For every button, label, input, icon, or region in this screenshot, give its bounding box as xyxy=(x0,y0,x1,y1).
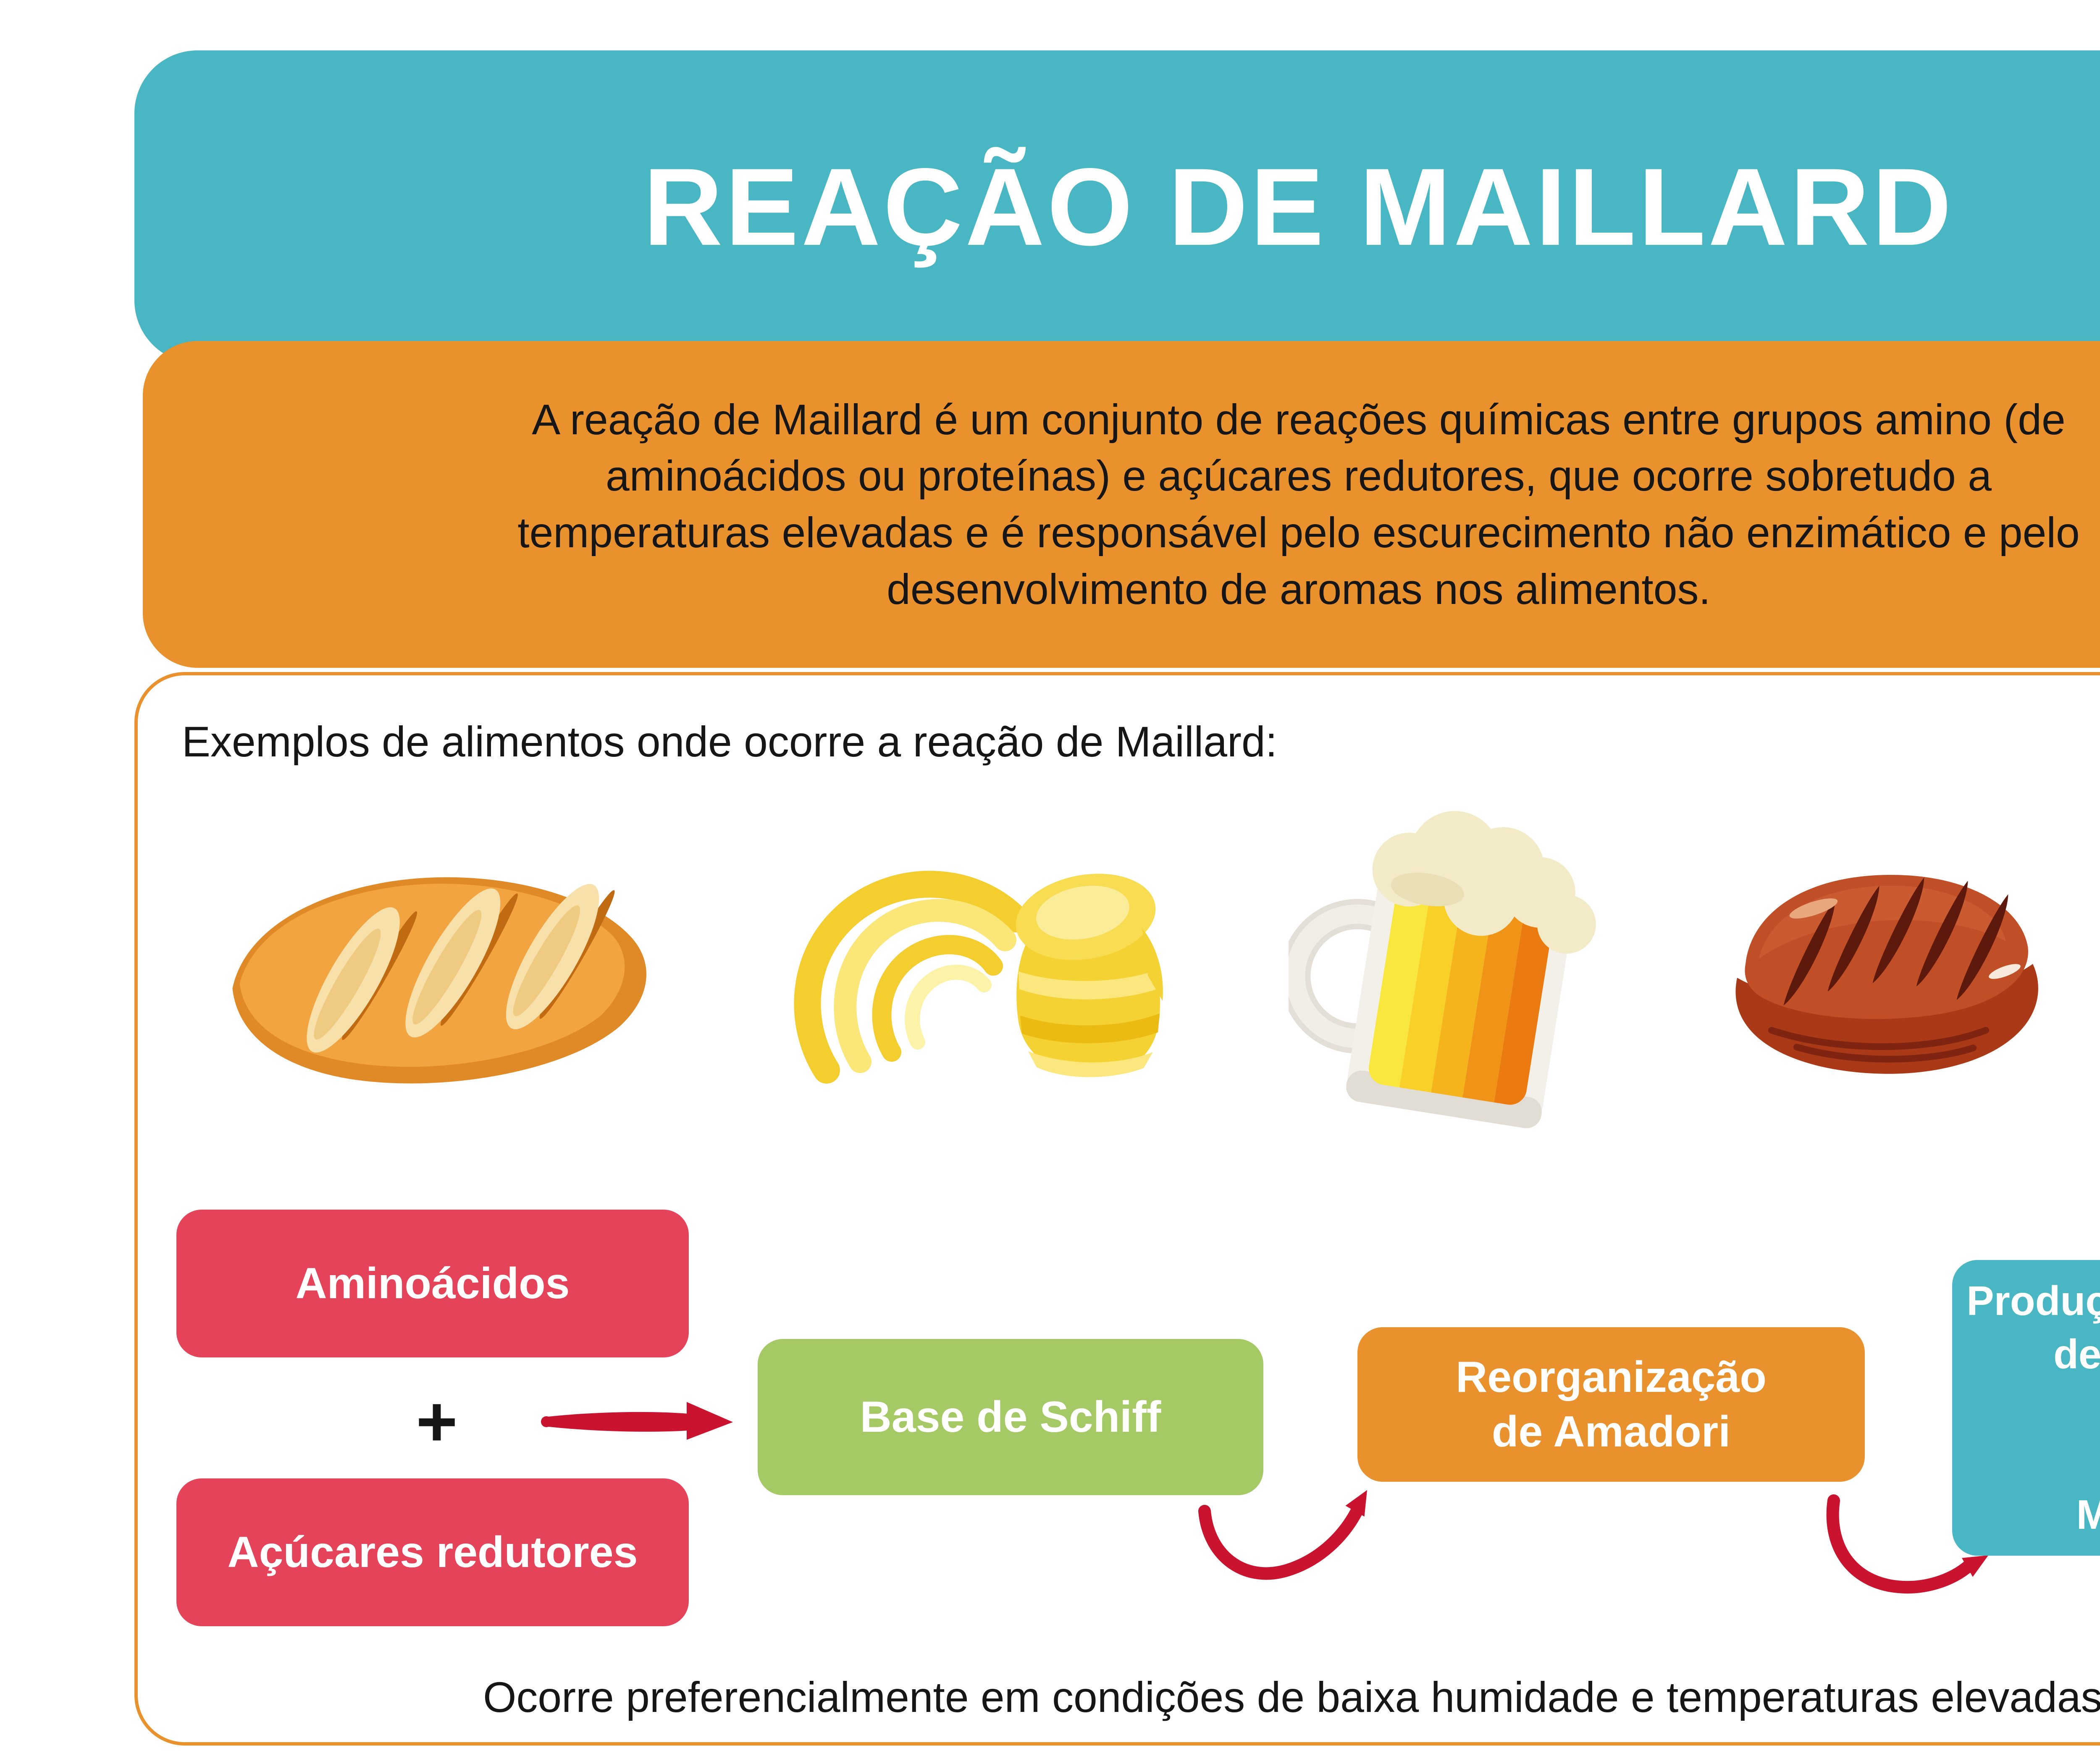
schiff-base-box: Base de Schiff xyxy=(758,1339,1263,1495)
header-banner: REAÇÃO DE MAILLARD xyxy=(134,50,2100,363)
schiff-base-label: Base de Schiff xyxy=(860,1393,1161,1441)
curved-arrow-icon xyxy=(1198,1490,1367,1580)
aminoacids-label: Aminoácidos xyxy=(295,1259,570,1308)
plus-sign: + xyxy=(416,1382,458,1462)
baguette-bread-icon xyxy=(232,877,646,1084)
examples-heading: Exemplos de alimentos onde ocorre a reaç… xyxy=(182,718,1278,766)
reducing-sugars-box: Açúcares redutores xyxy=(176,1478,689,1626)
curved-arrow-icon xyxy=(1826,1494,1989,1593)
products-box: Produção de compostos de aroma e cor: Pi… xyxy=(1952,1260,2100,1556)
grilled-steak-icon xyxy=(1735,874,2038,1074)
beer-mug-icon xyxy=(1289,811,1596,1129)
butter-curls-icon xyxy=(794,871,1163,1084)
amadori-box: Reorganização de Amadori xyxy=(1357,1327,1865,1482)
products-label: Produção de compostos de aroma e cor: Pi… xyxy=(1966,1277,2100,1538)
page-title: REAÇÃO DE MAILLARD xyxy=(643,145,1954,268)
description-panel: A reação de Maillard é um conjunto de re… xyxy=(143,341,2100,668)
aminoacids-box: Aminoácidos xyxy=(176,1210,689,1357)
content-card: Exemplos de alimentos onde ocorre a reaç… xyxy=(134,672,2100,1746)
arrow-right-icon xyxy=(541,1402,733,1440)
description-text: A reação de Maillard é um conjunto de re… xyxy=(517,395,2080,613)
amadori-label: Reorganização de Amadori xyxy=(1456,1353,1767,1456)
reducing-sugars-label: Açúcares redutores xyxy=(227,1528,638,1577)
footer-note: Ocorre preferencialmente em condições de… xyxy=(483,1673,2100,1721)
